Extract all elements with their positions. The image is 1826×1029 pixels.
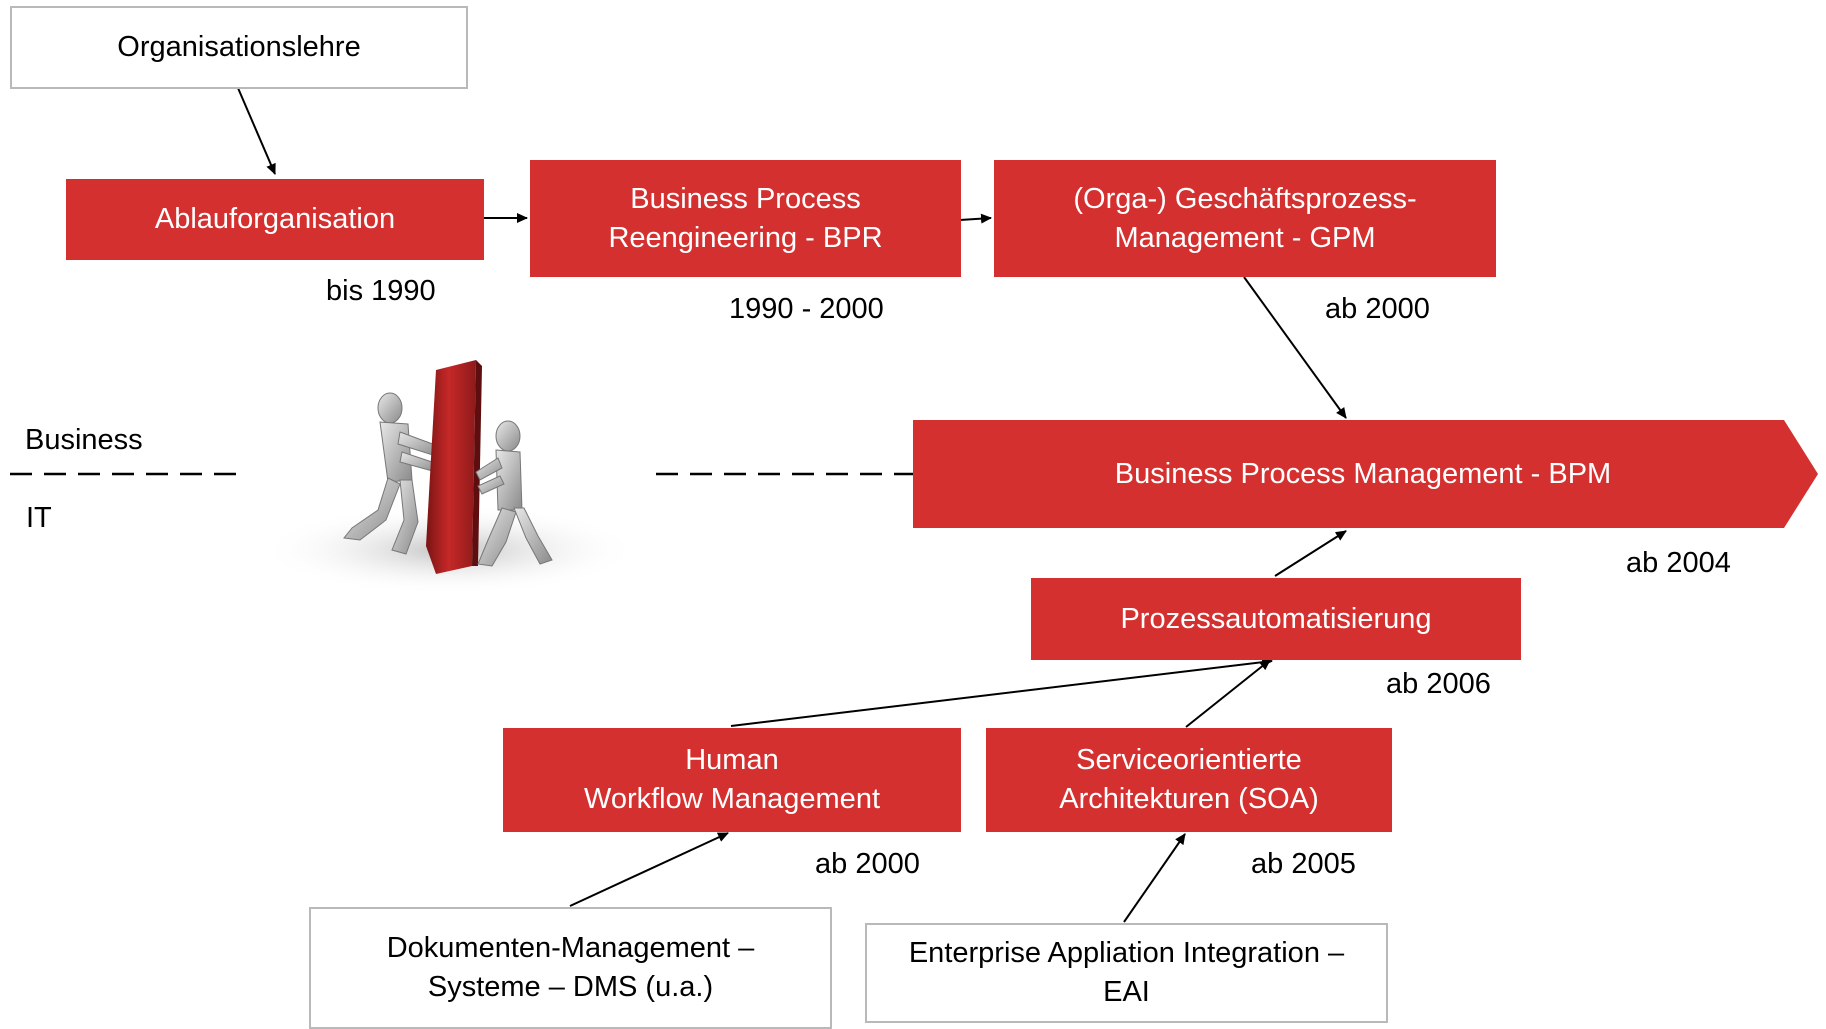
bpm-label: Business Process Management - BPM: [1114, 457, 1612, 490]
soa-box: Serviceorientierte Architekturen (SOA): [986, 728, 1392, 832]
date-prozessautomatisierung: ab 2006: [1386, 668, 1491, 700]
eai-box: Enterprise Appliation Integration – EAI: [865, 923, 1388, 1023]
organisationslehre-box: Organisationslehre: [10, 6, 468, 89]
arrow-hwm-to-pa: [730, 657, 1273, 727]
it-label: IT: [26, 502, 52, 534]
bpr-box: Business Process Reengineering - BPR: [530, 160, 961, 277]
ablauforganisation-box: Ablauforganisation: [66, 179, 484, 260]
arrow-orga-to-ablauf: [237, 87, 276, 175]
arrow-eai-to-soa: [1123, 833, 1186, 923]
tug-of-war-figures-icon: [260, 360, 640, 595]
date-soa: ab 2005: [1251, 848, 1356, 880]
gpm-box: (Orga-) Geschäftsprozess- Management - G…: [994, 160, 1496, 277]
business-label: Business: [25, 424, 143, 456]
date-ablauforganisation: bis 1990: [326, 275, 436, 307]
arrow-soa-to-pa: [1185, 659, 1271, 728]
dms-box: Dokumenten-Management – Systeme – DMS (u…: [309, 907, 832, 1029]
date-human-workflow: ab 2000: [815, 848, 920, 880]
date-bpr: 1990 - 2000: [729, 293, 884, 325]
human-workflow-box: Human Workflow Management: [503, 728, 961, 832]
prozessautomatisierung-box: Prozessautomatisierung: [1031, 578, 1521, 660]
bpm-arrow-polygon: [913, 420, 1818, 528]
date-gpm: ab 2000: [1325, 293, 1430, 325]
arrow-pa-to-bpm: [1274, 530, 1347, 577]
arrow-dms-to-hwm: [569, 832, 729, 907]
date-bpm: ab 2004: [1626, 547, 1731, 579]
arrow-gpm-to-bpm: [1243, 276, 1347, 419]
arrow-bpr-to-gpm: [959, 213, 992, 224]
